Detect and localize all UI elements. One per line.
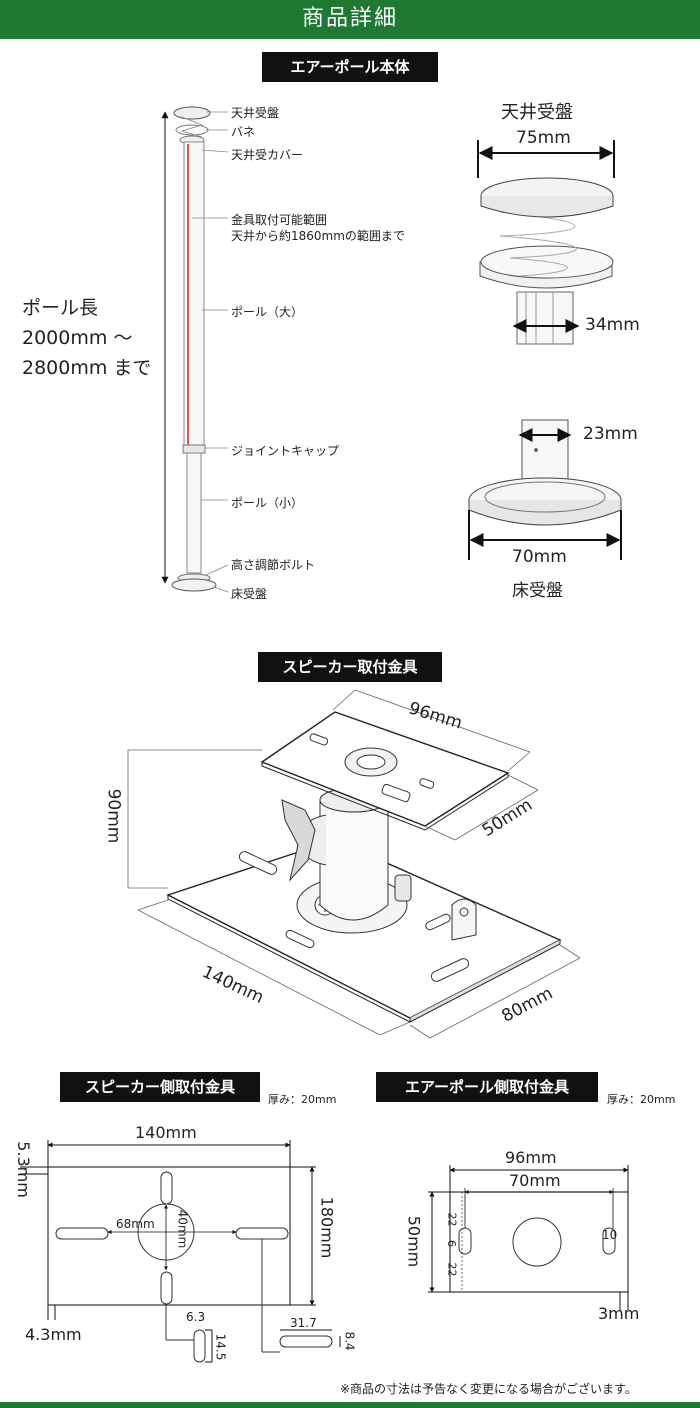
pole-length-min: 2000mm ～ [22,327,133,349]
section-label-speaker-side: スピーカー側取付金具 [60,1072,260,1102]
pole-bracket-upper: 22 [445,1212,459,1227]
pole-bracket-lower: 22 [445,1262,459,1277]
part-mount-range: 金具取付可能範囲 [231,213,328,227]
pole-bracket-inner-width: 70mm [509,1171,561,1190]
page-title: 商品詳細 [301,6,398,31]
part-ceiling-plate: 天井受盤 [231,106,280,120]
speaker-bracket-left-offset: 4.3mm [25,1325,82,1344]
floor-plate-title: 床受盤 [512,581,563,601]
air-pole-side-thickness: 厚み：20mm [607,1093,676,1106]
pole-bracket-width: 96mm [505,1148,557,1167]
pole-length-max: 2800mm まで [22,357,152,379]
dim-mount-height: 90mm [103,788,124,844]
part-mount-range-detail: 天井から約1860mmの範囲まで [231,229,405,243]
floor-plate-width: 70mm [512,547,567,567]
speaker-bracket-horizontal-center: 68mm [116,1217,155,1231]
pole-bracket-mid: 6 [445,1240,458,1247]
part-joint-cap: ジョイントキャップ [231,444,340,458]
slot2-width: 31.7 [290,1316,317,1330]
speaker-bracket-height: 180mm [317,1196,337,1259]
section-label-air-pole: エアーポール本体 [262,52,438,82]
part-floor-plate: 床受盤 [231,587,268,601]
air-pole-side-bracket-drawing [428,1165,629,1310]
speaker-mount-drawing [127,689,581,1039]
part-spring: バネ [231,125,256,139]
ceiling-plate-drawing [477,140,615,345]
speaker-side-thickness: 厚み：20mm [268,1093,337,1106]
pole-bracket-slot: 10 [602,1228,618,1242]
pole-bracket-edge: 3mm [598,1304,640,1323]
ceiling-plate-width: 75mm [516,128,571,148]
speaker-bracket-width: 140mm [135,1123,197,1142]
slot-height: 14.5 [213,1333,228,1361]
floor-pole-diameter: 23mm [583,424,638,444]
ceiling-plate-title: 天井受盤 [501,102,573,123]
footer-note: ※商品の寸法は予告なく変更になる場合がございます。 [340,1382,637,1396]
speaker-bracket-vertical-center: 40mm [175,1209,190,1249]
floor-plate-drawing [468,419,622,560]
slot2-height: 8.4 [342,1331,357,1351]
speaker-bracket-top-offset: 5.3mm [13,1141,33,1198]
part-height-bolt: 高さ調節ボルト [231,558,316,572]
pole-bracket-height: 50mm [404,1215,424,1268]
air-pole-drawing [161,106,229,593]
slot-width: 6.3 [186,1310,206,1324]
header-divider [0,38,700,39]
page-header: 商品詳細 [0,0,700,38]
speaker-side-bracket-drawing [20,1140,341,1363]
part-ceiling-cover: 天井受カバー [231,148,304,162]
footer-bar [0,1402,700,1408]
part-pole-large: ポール（大） [231,305,304,319]
part-pole-small: ポール（小） [231,496,304,510]
ceiling-pole-diameter: 34mm [585,315,640,335]
section-label-air-pole-side: エアーポール側取付金具 [376,1072,598,1102]
section-label-speaker-mount: スピーカー取付金具 [258,652,442,682]
pole-length-label: ポール長 [22,297,99,319]
